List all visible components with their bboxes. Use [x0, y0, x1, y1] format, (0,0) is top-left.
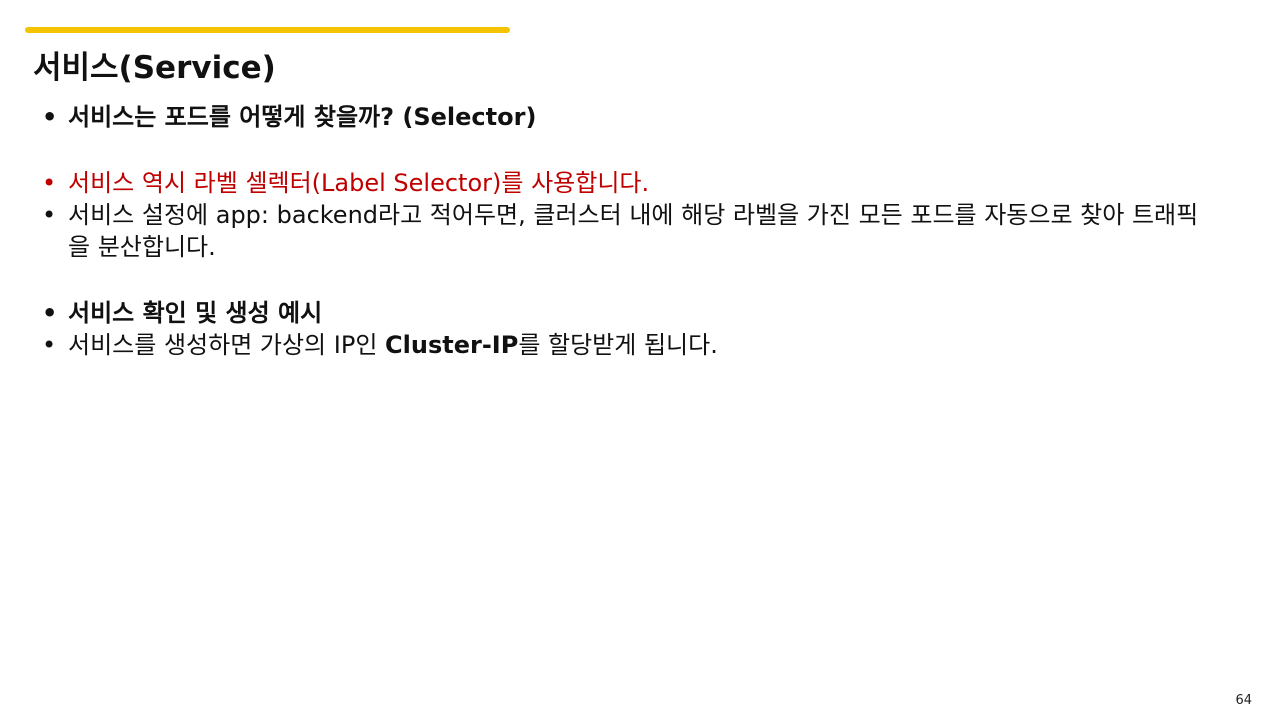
- bullet-cluster-ip-post: 를 할당받게 됩니다.: [518, 331, 718, 359]
- cluster-ip-term: Cluster-IP: [385, 331, 519, 359]
- bullet-service-example: 서비스 확인 및 생성 예시: [42, 297, 1212, 329]
- spacer: [42, 133, 1212, 167]
- title-accent-bar: [25, 27, 510, 33]
- bullet-list: 서비스는 포드를 어떻게 찾을까? (Selector) 서비스 역시 라벨 셀…: [42, 101, 1212, 361]
- bullet-cluster-ip: 서비스를 생성하면 가상의 IP인 Cluster-IP를 할당받게 됩니다.: [42, 329, 1212, 361]
- bullet-selector-question: 서비스는 포드를 어떻게 찾을까? (Selector): [42, 101, 1212, 133]
- bullet-cluster-ip-pre: 서비스를 생성하면 가상의 IP인: [68, 331, 386, 359]
- slide-title: 서비스(Service): [33, 50, 276, 86]
- page-number: 64: [1235, 693, 1252, 708]
- bullet-label-selector: 서비스 역시 라벨 셀렉터(Label Selector)를 사용합니다.: [42, 167, 1212, 199]
- bullet-app-backend: 서비스 설정에 app: backend라고 적어두면, 클러스터 내에 해당 …: [42, 199, 1212, 263]
- spacer: [42, 263, 1212, 297]
